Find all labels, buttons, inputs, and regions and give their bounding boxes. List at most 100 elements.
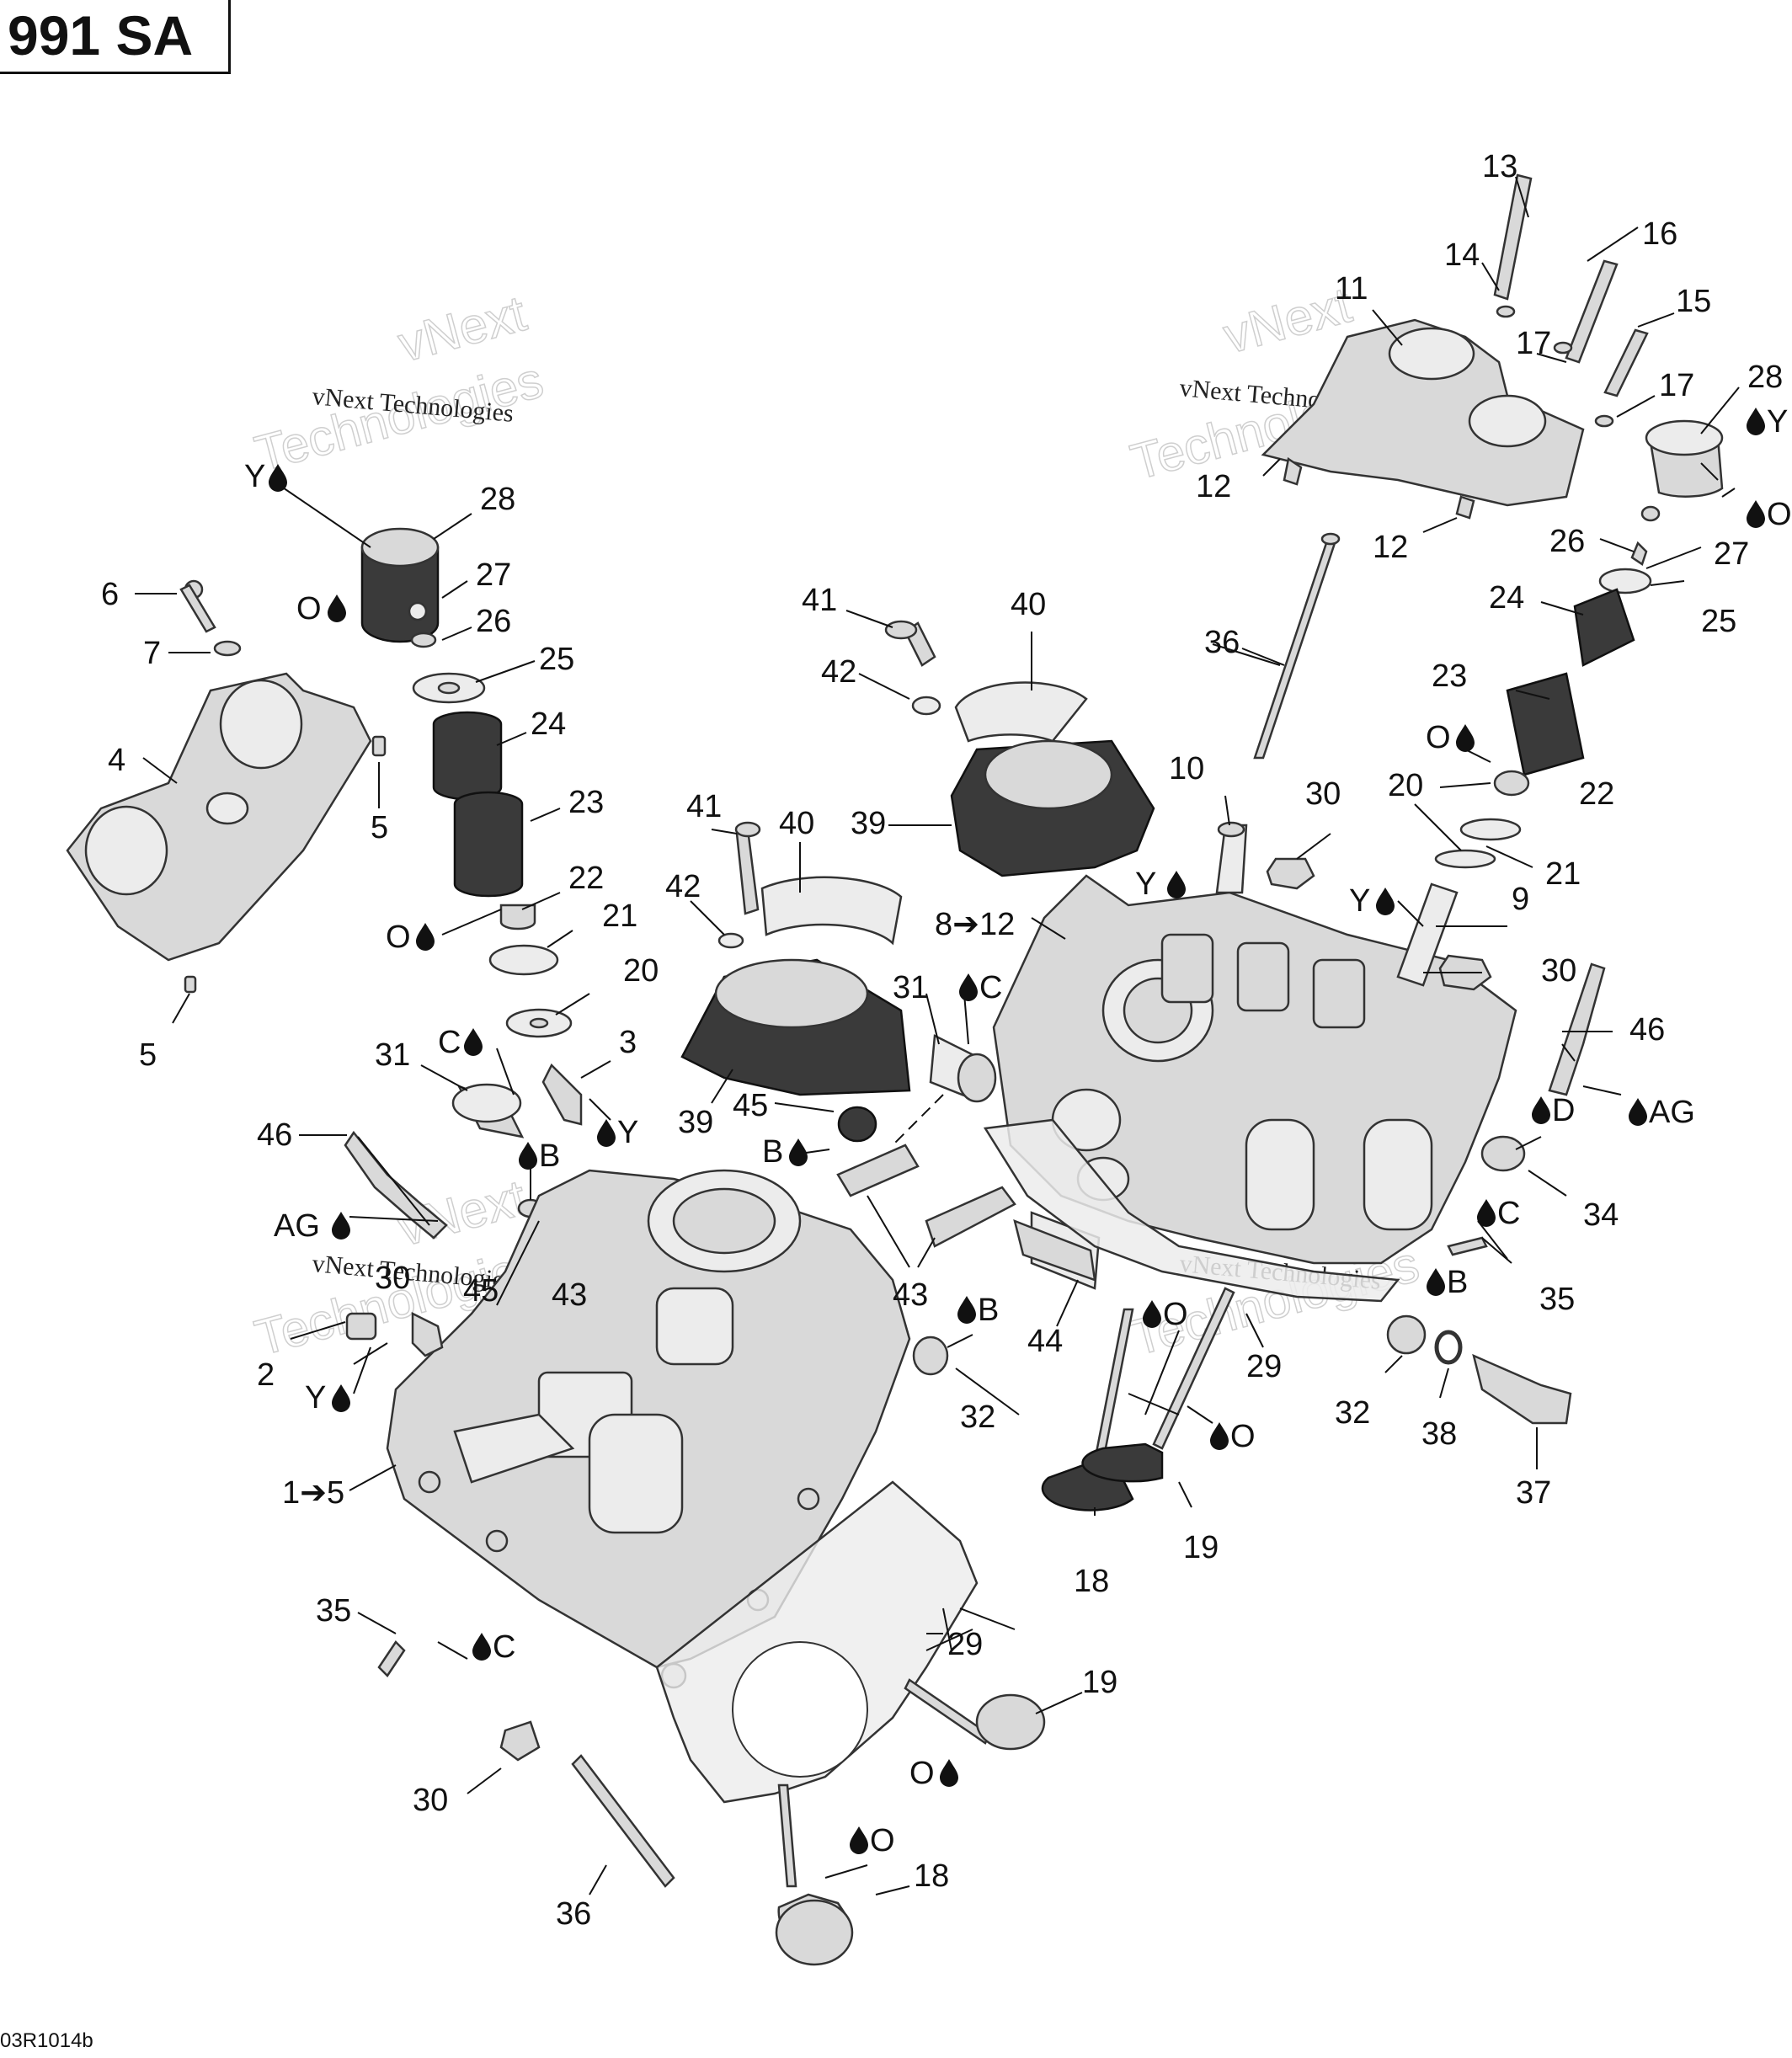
oil-drop-icon xyxy=(850,1826,868,1854)
oil-drop-icon xyxy=(957,1296,976,1324)
part-label-46: 46 xyxy=(257,1117,292,1153)
lube-letter-o: O xyxy=(1767,497,1792,532)
part-label-2: 2 xyxy=(257,1357,275,1393)
intake-manifold-parts xyxy=(680,620,1155,1290)
part-label-36: 36 xyxy=(556,1896,591,1932)
lube-letter-y: Y xyxy=(305,1380,326,1416)
oil-drop-icon xyxy=(332,1384,350,1412)
part-label-30: 30 xyxy=(375,1261,410,1296)
part-label-43: 43 xyxy=(552,1277,587,1313)
part-label-10: 10 xyxy=(1169,751,1204,786)
oil-drop-icon xyxy=(1532,1096,1550,1124)
part-label-31: 31 xyxy=(893,970,928,1005)
part-label-5: 5 xyxy=(139,1037,157,1073)
lube-letter-c: C xyxy=(493,1629,515,1665)
valves-right xyxy=(1041,1287,1235,1512)
oil-drop-icon xyxy=(940,1759,958,1787)
cylinder-head-left xyxy=(345,1169,911,1689)
part-label-23: 23 xyxy=(568,785,604,820)
oil-drop-icon xyxy=(464,1028,483,1056)
part-label-43: 43 xyxy=(893,1277,928,1313)
part-labels: 6 7 4 5 5 28 27 26 25 24 23 22 21 20 3 3… xyxy=(101,149,1783,1932)
part-label-17: 17 xyxy=(1516,326,1551,361)
part-label-32: 32 xyxy=(960,1400,995,1435)
leader-lines xyxy=(135,176,1740,1895)
lube-letter-o: O xyxy=(1230,1419,1256,1454)
oil-drop-icon xyxy=(1747,408,1765,435)
part-label-32: 32 xyxy=(1335,1395,1370,1431)
oil-drop-icon xyxy=(1456,724,1475,752)
part-label-34: 34 xyxy=(1583,1197,1619,1233)
part-label-30: 30 xyxy=(1305,776,1341,812)
head-gasket-left xyxy=(655,1480,979,1804)
lube-letter-o: O xyxy=(1163,1297,1188,1332)
oil-drop-icon xyxy=(959,973,978,1001)
oil-drop-icon xyxy=(416,923,435,951)
part-label-42: 42 xyxy=(665,869,701,904)
part-label-30: 30 xyxy=(1541,953,1576,989)
lube-letter-ag: AG xyxy=(1649,1095,1695,1130)
part-label-18: 18 xyxy=(1074,1564,1109,1599)
part-label-26: 26 xyxy=(1549,524,1585,559)
lube-marks: Y O O Y C B AG Y C O O C B xyxy=(244,404,1792,1858)
part-label-25: 25 xyxy=(1701,604,1736,639)
part-label-24: 24 xyxy=(531,706,566,742)
part-label-11: 11 xyxy=(1335,271,1368,307)
part-label-41: 41 xyxy=(802,583,837,618)
lube-letter-c: C xyxy=(1497,1196,1520,1231)
part-label-21: 21 xyxy=(1545,856,1581,892)
lube-letter-y: Y xyxy=(1349,883,1370,919)
part-label-1-5: 1➔5 xyxy=(282,1475,344,1511)
part-label-42: 42 xyxy=(821,654,856,690)
part-label-12: 12 xyxy=(1373,530,1408,565)
lube-letter-o: O xyxy=(909,1756,935,1791)
part-label-22: 22 xyxy=(568,861,604,896)
oil-drop-icon xyxy=(1210,1422,1229,1450)
part-label-24: 24 xyxy=(1489,580,1524,616)
oil-drop-icon xyxy=(332,1212,350,1240)
lube-letter-o: O xyxy=(870,1823,895,1858)
part-label-35: 35 xyxy=(1539,1282,1575,1317)
part-label-12: 12 xyxy=(1196,469,1231,504)
oil-drop-icon xyxy=(597,1119,616,1147)
part-label-16: 16 xyxy=(1642,216,1677,252)
part-label-28: 28 xyxy=(1747,360,1783,395)
part-label-13: 13 xyxy=(1482,149,1517,184)
part-label-5: 5 xyxy=(371,810,388,845)
part-label-25: 25 xyxy=(539,642,574,677)
lube-letter-d: D xyxy=(1552,1093,1575,1128)
oil-drop-icon xyxy=(1477,1199,1496,1227)
lube-letter-b: B xyxy=(539,1138,560,1174)
lube-letter-y: Y xyxy=(617,1115,638,1150)
part-label-17: 17 xyxy=(1659,368,1694,403)
lube-letter-c: C xyxy=(438,1025,461,1060)
part-label-9: 9 xyxy=(1512,882,1529,917)
oil-drop-icon xyxy=(1629,1098,1647,1126)
lube-letter-y: Y xyxy=(1767,404,1788,440)
part-label-36: 36 xyxy=(1204,625,1240,660)
part-label-40: 40 xyxy=(779,806,814,841)
drawing-reference-code: 03R1014b xyxy=(0,2029,93,2052)
part-label-27: 27 xyxy=(1714,536,1749,572)
part-label-39: 39 xyxy=(678,1105,713,1140)
part-label-35: 35 xyxy=(316,1593,351,1629)
lube-letter-o: O xyxy=(296,591,322,626)
head-gasket-right xyxy=(983,1118,1400,1303)
part-label-8-12: 8➔12 xyxy=(935,907,1015,942)
lube-letter-b: B xyxy=(762,1134,783,1170)
part-label-37: 37 xyxy=(1516,1475,1551,1511)
part-label-18: 18 xyxy=(914,1858,949,1894)
oil-drop-icon xyxy=(519,1142,537,1170)
part-label-6: 6 xyxy=(101,577,119,612)
part-label-31: 31 xyxy=(375,1037,410,1073)
part-label-29: 29 xyxy=(947,1627,983,1662)
part-label-41: 41 xyxy=(686,789,722,824)
part-label-45: 45 xyxy=(463,1273,499,1309)
oil-drop-icon xyxy=(472,1633,491,1661)
part-label-3: 3 xyxy=(619,1025,637,1060)
oil-drop-icon xyxy=(789,1138,808,1166)
spark-plug-left xyxy=(344,1130,448,1240)
part-label-39: 39 xyxy=(851,806,886,841)
model-code: 991 SA xyxy=(8,4,194,67)
